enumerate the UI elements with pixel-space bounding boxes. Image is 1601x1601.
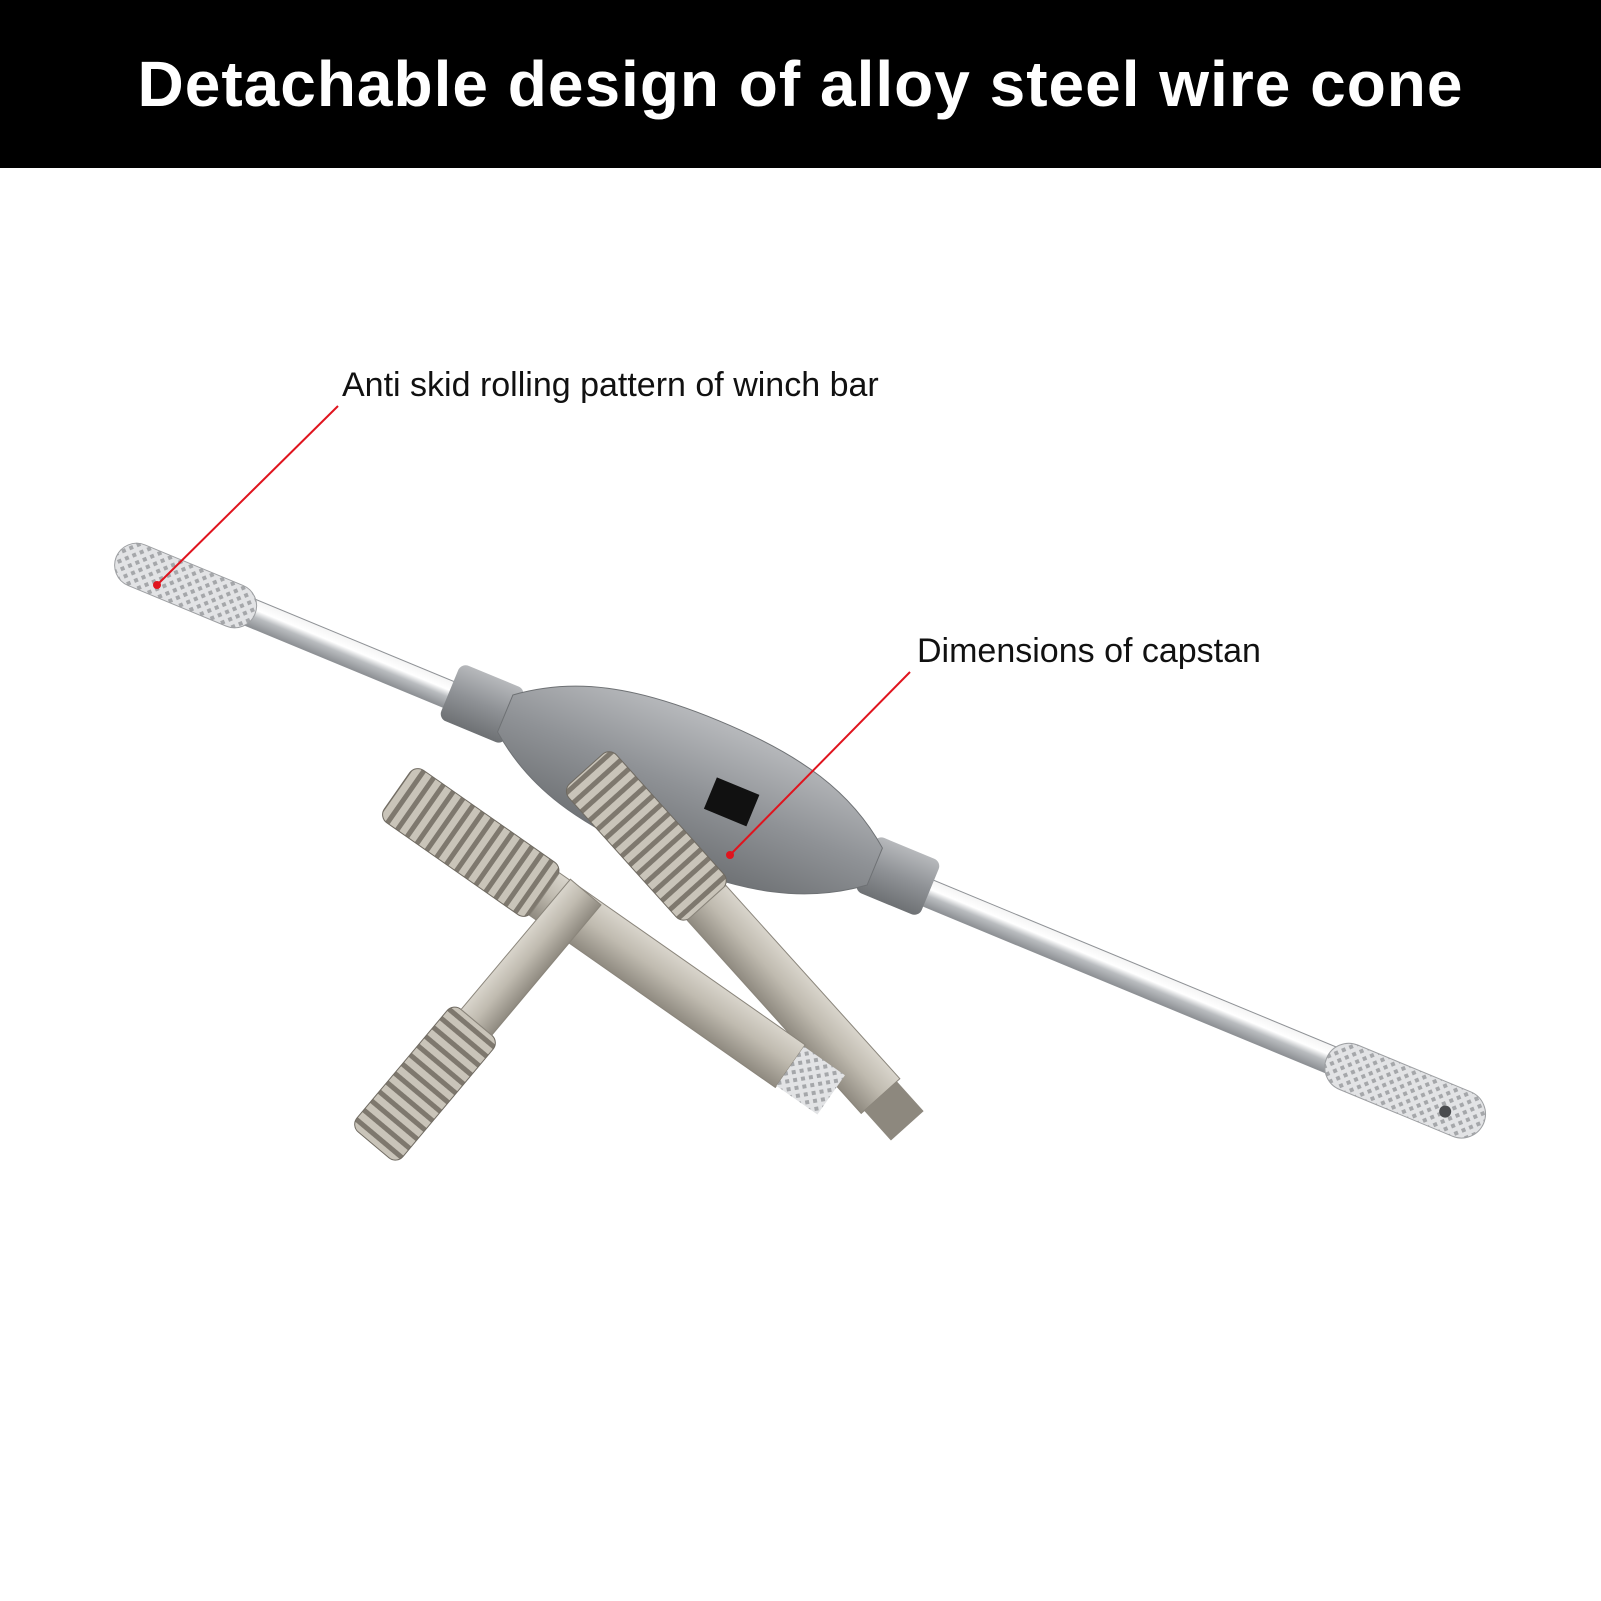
callout-label-winch-bar-pattern: Anti skid rolling pattern of winch bar [342, 366, 879, 404]
tap-holder-body [440, 665, 940, 915]
header-banner: Detachable design of alloy steel wire co… [0, 0, 1601, 168]
knurled-grip-right [1324, 1042, 1486, 1139]
knurled-grip-left [114, 542, 258, 629]
tap-lower [354, 878, 602, 1161]
tap-upper [565, 751, 924, 1141]
tap-middle [382, 768, 845, 1115]
page-title: Detachable design of alloy steel wire co… [137, 48, 1464, 120]
callout-line-2 [726, 671, 911, 859]
callout-line-1 [153, 405, 339, 589]
callout-label-capstan-dimensions: Dimensions of capstan [917, 632, 1261, 670]
tap-slot [703, 777, 760, 827]
